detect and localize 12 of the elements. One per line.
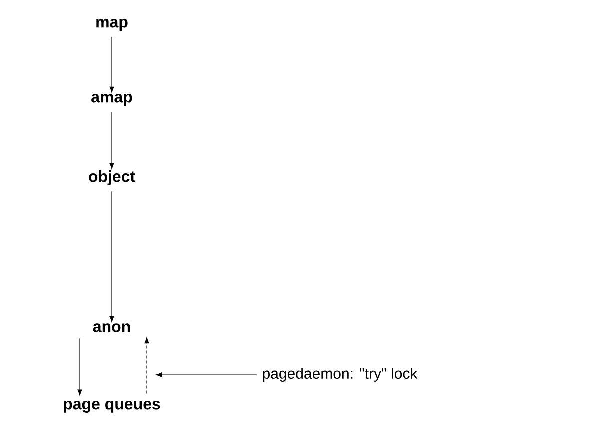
node-label: anon: [93, 324, 130, 332]
node-label: object: [89, 170, 136, 186]
arrow: [110, 112, 114, 170]
arrow: [110, 191, 114, 322]
arrow: [156, 372, 258, 378]
annotation-text: pagedaemon: "try" lock: [263, 368, 418, 382]
arrow: [144, 338, 150, 394]
node-label: amap: [92, 94, 132, 106]
node-label: map: [96, 19, 128, 31]
node-label: page queues: [64, 400, 160, 413]
arrow: [110, 36, 114, 93]
arrow: [78, 338, 82, 396]
